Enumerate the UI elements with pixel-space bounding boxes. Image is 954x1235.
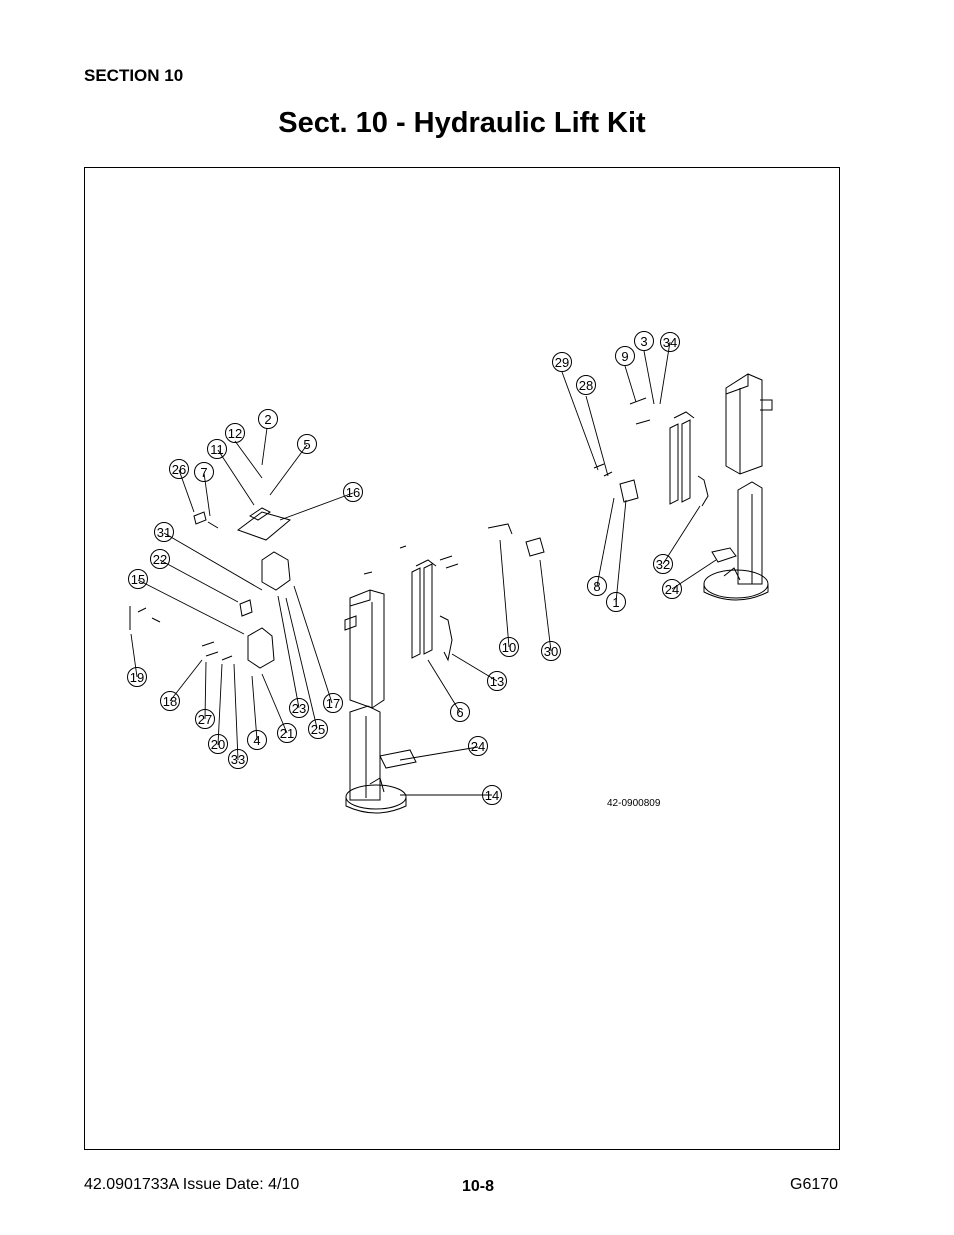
callout-24-left: 24 (468, 736, 488, 756)
mounting-plate (236, 507, 292, 669)
svg-text:29: 29 (555, 355, 569, 370)
footer-doc-issue: 42.0901733A Issue Date: 4/10 (84, 1176, 300, 1193)
callout-28: 28 (576, 375, 596, 395)
svg-text:18: 18 (163, 694, 177, 709)
svg-text:16: 16 (346, 485, 360, 500)
svg-text:23: 23 (292, 701, 306, 716)
svg-text:24: 24 (665, 582, 679, 597)
callout-29: 29 (552, 352, 572, 372)
page-title: Sect. 10 - Hydraulic Lift Kit (278, 107, 646, 139)
svg-text:4: 4 (253, 733, 260, 748)
svg-text:30: 30 (544, 644, 558, 659)
callout-10: 10 (499, 637, 519, 657)
svg-text:12: 12 (228, 426, 242, 441)
section-label: SECTION 10 (84, 66, 184, 85)
callout-8: 8 (587, 576, 607, 596)
callout-24-right: 24 (662, 579, 682, 599)
svg-text:25: 25 (311, 722, 325, 737)
footer-model: G6170 (790, 1176, 839, 1193)
callout-16: 16 (343, 482, 363, 502)
svg-text:17: 17 (326, 696, 340, 711)
svg-text:15: 15 (131, 572, 145, 587)
callout-1: 1 (606, 592, 626, 612)
callout-bubbles: 2 12 5 11 26 7 16 31 22 15 19 18 27 20 4… (127, 331, 682, 805)
svg-text:20: 20 (211, 737, 225, 752)
svg-text:14: 14 (485, 788, 499, 803)
leader-lines (130, 341, 717, 796)
callout-12: 12 (225, 423, 245, 443)
callout-15: 15 (128, 569, 148, 589)
callout-4: 4 (247, 730, 267, 750)
svg-text:26: 26 (172, 462, 186, 477)
svg-text:5: 5 (303, 437, 310, 452)
svg-text:22: 22 (153, 552, 167, 567)
svg-text:34: 34 (663, 335, 677, 350)
svg-text:13: 13 (490, 674, 504, 689)
callout-7: 7 (194, 462, 214, 482)
svg-text:8: 8 (593, 579, 600, 594)
column-post-right (703, 373, 773, 601)
callout-30: 30 (541, 641, 561, 661)
diagram-frame (84, 167, 840, 1150)
drawing-number: 42-0900809 (607, 798, 661, 809)
callout-18: 18 (160, 691, 180, 711)
callout-11: 11 (207, 439, 227, 459)
callout-2: 2 (258, 409, 278, 429)
svg-text:32: 32 (656, 557, 670, 572)
svg-text:6: 6 (456, 705, 463, 720)
svg-text:10: 10 (502, 640, 516, 655)
callout-32: 32 (653, 554, 673, 574)
svg-text:33: 33 (231, 752, 245, 767)
callout-25: 25 (308, 719, 328, 739)
callout-13: 13 (487, 671, 507, 691)
hydraulic-cylinder-right (669, 411, 709, 507)
callout-23: 23 (289, 698, 309, 718)
callout-6: 6 (450, 702, 470, 722)
footer-page-number: 10-8 (462, 1178, 495, 1195)
callout-9: 9 (615, 346, 635, 366)
svg-text:3: 3 (640, 334, 647, 349)
callout-22: 22 (150, 549, 170, 569)
svg-text:11: 11 (210, 442, 224, 457)
svg-text:9: 9 (621, 349, 628, 364)
svg-text:7: 7 (200, 465, 207, 480)
svg-text:2: 2 (264, 412, 271, 427)
svg-text:28: 28 (579, 378, 593, 393)
callout-20: 20 (208, 734, 228, 754)
callout-21: 21 (277, 723, 297, 743)
column-post-left (344, 589, 407, 814)
callout-3: 3 (634, 331, 654, 351)
svg-text:1: 1 (612, 595, 619, 610)
callout-34: 34 (660, 332, 680, 352)
svg-text:24: 24 (471, 739, 485, 754)
svg-text:21: 21 (280, 726, 294, 741)
callout-31: 31 (154, 522, 174, 542)
callout-27: 27 (195, 709, 215, 729)
svg-text:31: 31 (157, 525, 171, 540)
callout-14: 14 (482, 785, 502, 805)
svg-text:27: 27 (198, 712, 212, 727)
callout-5: 5 (297, 434, 317, 454)
callout-26: 26 (169, 459, 189, 479)
callout-17: 17 (323, 693, 343, 713)
callout-19: 19 (127, 667, 147, 687)
callout-33: 33 (228, 749, 248, 769)
hardware-parts (129, 397, 737, 769)
svg-text:19: 19 (130, 670, 144, 685)
hydraulic-cylinder-left (411, 559, 453, 662)
